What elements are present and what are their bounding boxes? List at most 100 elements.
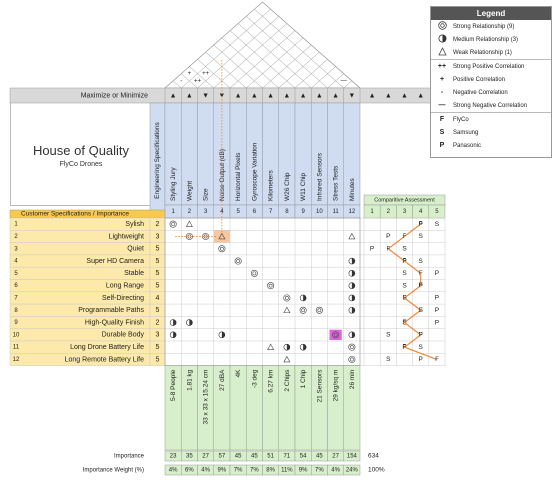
target-value: 21 Sensors — [316, 369, 323, 403]
assessment-mark: S — [402, 282, 407, 289]
eng-spec-number: 10 — [316, 209, 323, 215]
legend-symbol-icon — [435, 21, 449, 32]
direction-row-bg — [9, 87, 446, 104]
importance-value: 27 — [202, 454, 209, 460]
roof-grid-line — [181, 8, 271, 89]
roof-grid-line — [246, 37, 304, 89]
flyco-rating-mark: F — [419, 283, 423, 289]
relationship-symbol — [189, 319, 193, 326]
eng-spec-number: 7 — [269, 209, 273, 215]
target-value: 27 dBA — [219, 369, 226, 391]
roof-grid-line — [205, 51, 247, 89]
importance-weight-cell — [343, 464, 361, 476]
target-cell — [343, 365, 361, 451]
flyco-rating-mark: F — [419, 222, 423, 228]
roof-grid-line — [311, 66, 336, 89]
cust-row-number: 8 — [14, 308, 18, 314]
eng-spec-label: Size — [203, 188, 210, 201]
roof-grid-line — [213, 44, 263, 89]
flyco-rating-mark: F — [419, 332, 423, 338]
legend-label: Positive Correlation — [453, 76, 506, 83]
importance-value: 154 — [347, 454, 358, 460]
cust-importance: 3 — [156, 233, 160, 240]
target-value: 1 Chip — [300, 369, 307, 388]
target-value: 6.27 km — [268, 370, 275, 393]
cust-importance: 2 — [156, 221, 160, 228]
legend-item: Medium Relationship (3) — [431, 33, 551, 46]
assessment-direction-arrow: ▲ — [417, 92, 424, 99]
target-value: 1.81 kg — [186, 369, 193, 391]
roof-grid-line — [189, 66, 214, 89]
roof-grid-line — [213, 23, 288, 89]
highlight-cell — [213, 230, 230, 243]
flyco-rating-mark: F — [419, 271, 423, 277]
legend-symbol-icon: P — [439, 142, 445, 149]
highlight-cell — [329, 329, 342, 340]
direction-arrow: ▲ — [332, 92, 339, 99]
cust-row-number: 10 — [13, 332, 20, 338]
relationship-symbol — [283, 355, 291, 363]
cust-importance: 5 — [156, 356, 160, 363]
relationship-symbol — [348, 355, 356, 363]
target-value: 26 min — [349, 369, 356, 389]
relationship-symbol — [351, 270, 355, 277]
importance-value: 45 — [251, 454, 258, 460]
eng-spec-number: 5 — [236, 209, 240, 215]
importance-weight-value: 4% — [169, 468, 178, 474]
eng-spec-label: Noise Output (dB) — [219, 149, 226, 201]
cust-row-label: Durable Body — [102, 332, 145, 339]
relationship-symbol — [267, 282, 275, 290]
cust-header: Customer Specifications / Importance — [21, 211, 129, 218]
relationship-symbol — [349, 345, 354, 350]
relationship-symbol — [332, 331, 340, 339]
cust-row-number: 4 — [14, 259, 18, 265]
relationship-symbol — [218, 232, 226, 240]
roof-grid-line — [237, 23, 312, 89]
relationship-symbol — [173, 319, 177, 326]
importance-weight-value: 9% — [299, 468, 308, 474]
eng-spec-label: Gyroscope Variation — [251, 142, 258, 201]
importance-weight-value: 7% — [315, 468, 324, 474]
importance-value: 71 — [284, 454, 291, 460]
legend-item: —Strong Negative Correlation — [431, 99, 551, 112]
direction-arrow: ▲ — [186, 92, 193, 99]
flyco-rating-mark: F — [403, 345, 407, 351]
roof-correlation-mark: - — [180, 78, 182, 84]
direction-arrow: ▲ — [235, 92, 242, 99]
legend-label: FlyCo — [453, 116, 469, 123]
eng-spec-label: Kilometers — [268, 170, 275, 201]
comp-number: 1 — [370, 209, 374, 215]
roof-grid-line — [221, 37, 279, 89]
roof-grid-line — [246, 16, 328, 89]
legend-label: Strong Relationship (9) — [453, 23, 515, 30]
importance-value: 45 — [316, 454, 323, 460]
importance-weight-value: 8% — [266, 468, 275, 474]
target-value: 29 kg/sq m — [333, 370, 340, 402]
importance-weight-label: Importance Weight (%) — [83, 468, 144, 474]
legend-symbol-icon — [435, 47, 449, 58]
assessment-mark: S — [419, 258, 424, 265]
cust-row-label: Super HD Camera — [86, 258, 144, 265]
roof-correlation-mark: ++ — [194, 78, 202, 84]
cust-row-label: Stable — [124, 270, 144, 277]
relationship-symbol — [284, 296, 289, 300]
assessment-mark: P — [435, 270, 439, 277]
roof-grid-line — [278, 51, 320, 89]
legend-item: ++Strong Positive Correlation — [431, 59, 551, 73]
cust-row-label: Long Drone Battery Life — [70, 344, 144, 351]
assessment-mark: P — [435, 295, 439, 302]
page-subtitle: FlyCo Drones — [59, 161, 103, 168]
importance-total: 634 — [368, 453, 379, 460]
flyco-rating-mark: F — [403, 296, 407, 302]
roof-grid-line — [229, 30, 296, 89]
assessment-mark: S — [419, 233, 424, 240]
target-value: 5-8 People — [170, 369, 177, 401]
comp-number: 4 — [419, 209, 423, 215]
importance-weight-value: 9% — [218, 468, 227, 474]
eng-spec-label: Weight — [186, 181, 193, 201]
cust-row-number: 11 — [13, 345, 20, 351]
relationship-symbol — [299, 306, 307, 314]
flyco-rating-mark: F — [435, 357, 439, 363]
comp-number: 5 — [435, 209, 439, 215]
cust-row-number: 9 — [14, 320, 18, 326]
